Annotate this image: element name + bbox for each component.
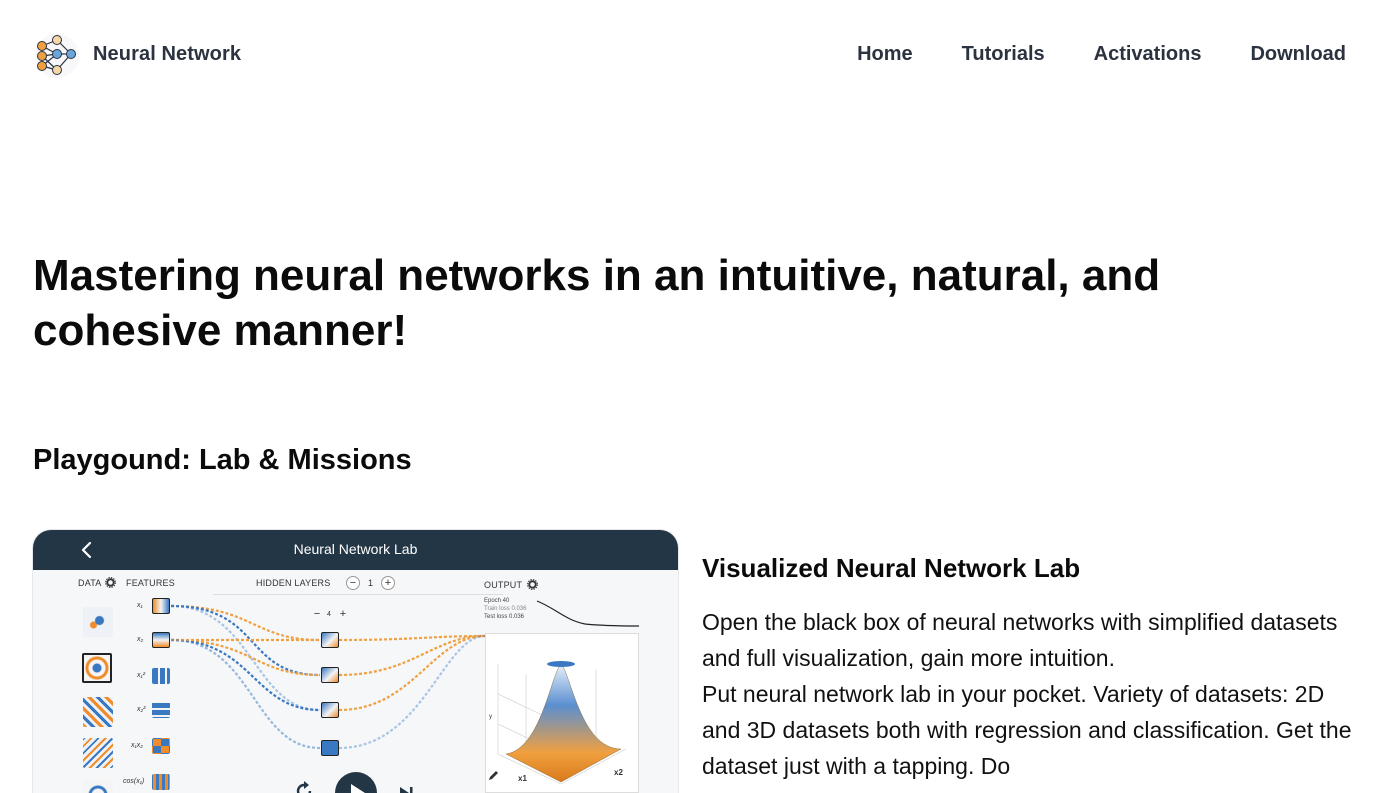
feature-node-x1[interactable] — [152, 598, 170, 614]
feature-description-line-2: Put neural network lab in your pocket. V… — [702, 681, 1352, 779]
feature-label-cosx1: cos(x₁) — [123, 778, 145, 785]
reset-icon[interactable] — [293, 780, 315, 793]
nav-tutorials[interactable]: Tutorials — [961, 43, 1045, 65]
site-header: Neural Network Home Tutorials Activation… — [0, 0, 1385, 110]
app-title-bar: Neural Network Lab — [33, 530, 678, 570]
nav-home[interactable]: Home — [857, 43, 913, 65]
output-label: OUTPUT — [484, 580, 523, 590]
dataset-thumb-gauss[interactable] — [83, 607, 113, 637]
features-label: FEATURES — [126, 578, 175, 588]
hidden-neuron-3[interactable] — [321, 702, 339, 718]
plot-axis-y: y — [489, 714, 492, 720]
data-label: DATA — [78, 578, 102, 588]
add-neuron-button[interactable]: + — [339, 608, 347, 620]
step-forward-icon[interactable] — [397, 784, 415, 793]
hidden-neuron-4[interactable] — [321, 740, 339, 756]
hidden-neuron-2[interactable] — [321, 667, 339, 683]
feature-description: Open the black box of neural networks wi… — [702, 604, 1352, 784]
app-screenshot: Neural Network Lab DATA FEATURES HIDDEN … — [33, 530, 678, 793]
epoch-stat: Epoch 40 — [484, 598, 510, 604]
play-button[interactable] — [335, 772, 377, 793]
feature-title: Visualized Neural Network Lab — [702, 553, 1081, 583]
plot-axis-x2: x2 — [614, 768, 623, 777]
feature-label-x1x2: x₁x₂ — [131, 742, 143, 749]
neuron-count: 4 — [327, 611, 331, 618]
hero-title: Mastering neural networks in an intuitiv… — [33, 251, 1161, 355]
hidden-layers-label: HIDDEN LAYERS — [256, 578, 331, 588]
train-loss-stat: Train loss 0.036 — [484, 606, 527, 612]
feature-label-x2: x₂ — [137, 636, 144, 643]
back-chevron-icon — [81, 541, 92, 559]
feature-description-line-1: Open the black box of neural networks wi… — [702, 609, 1338, 671]
remove-neuron-button[interactable]: − — [313, 608, 321, 620]
plot-surface — [497, 661, 627, 785]
section-title: Playgound: Lab & Missions — [33, 444, 412, 476]
network-connections — [170, 604, 486, 750]
add-layer-button[interactable]: + — [381, 576, 395, 590]
loss-curve — [536, 600, 639, 627]
pencil-icon[interactable] — [487, 770, 499, 782]
dataset-thumb-xor[interactable] — [83, 697, 113, 727]
dataset-thumb-extra[interactable] — [83, 780, 113, 793]
data-gear-icon — [105, 577, 116, 588]
dataset-thumb-spiral[interactable] — [83, 738, 113, 768]
feature-node-x1sq[interactable] — [152, 668, 170, 684]
feature-label-x1sq: x₁² — [137, 672, 146, 679]
nav-activations[interactable]: Activations — [1093, 43, 1202, 65]
dataset-thumb-circle[interactable] — [82, 653, 112, 683]
hidden-neuron-1[interactable] — [321, 632, 339, 648]
neural-network-logo-icon[interactable] — [33, 32, 81, 80]
divider — [213, 594, 503, 595]
test-loss-stat: Test loss 0.036 — [484, 614, 525, 620]
nav-download[interactable]: Download — [1250, 43, 1346, 65]
feature-label-x1: x₁ — [137, 602, 143, 609]
brand-name[interactable]: Neural Network — [93, 43, 242, 65]
feature-node-cosx1[interactable] — [152, 774, 170, 790]
feature-node-x2[interactable] — [152, 632, 170, 648]
output-3d-plot: y x1 x2 — [485, 633, 639, 793]
feature-node-x2sq[interactable] — [152, 702, 170, 718]
main-nav: Home Tutorials Activations Download — [857, 43, 1346, 66]
feature-node-x1x2[interactable] — [152, 738, 170, 754]
feature-label-x2sq: x₂² — [137, 706, 146, 713]
remove-layer-button[interactable]: − — [346, 576, 360, 590]
plot-axis-x1: x1 — [518, 774, 527, 783]
output-gear-icon — [527, 579, 538, 590]
app-body: DATA FEATURES HIDDEN LAYERS − 1 + OUTPUT… — [33, 570, 678, 793]
layer-count: 1 — [368, 578, 374, 588]
app-title: Neural Network Lab — [293, 541, 418, 557]
